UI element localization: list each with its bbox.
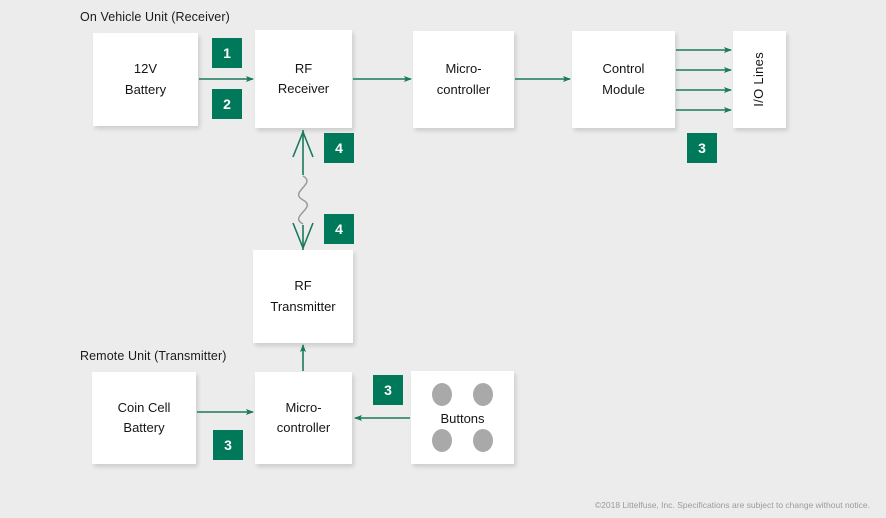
block-rf-transmitter-line2: Transmitter [270,298,336,314]
block-microcontroller-remote-line1: Micro- [285,399,322,415]
badge-4-antenna-transmitter[interactable]: 4 [324,214,354,244]
block-control-module-line1: Control [602,61,645,77]
button-dot-bottom-right[interactable] [473,429,493,452]
block-buttons[interactable]: Buttons [411,371,514,464]
block-control-module-line2: Module [602,81,645,97]
block-microcontroller-vehicle-line1: Micro- [445,61,482,77]
button-dot-top-left[interactable] [432,383,452,406]
block-12v-battery-line1: 12V [133,61,158,77]
block-rf-receiver-line2: Receiver [277,81,330,96]
block-rf-transmitter-line1: RF [294,278,312,294]
badge-4-antenna-receiver[interactable]: 4 [324,133,354,163]
antenna-transmitter-arm-right [302,222,314,249]
rf-signal-wave [297,175,309,225]
block-coin-cell-battery[interactable]: Coin Cell Battery [92,372,196,464]
block-coin-cell-battery-line2: Battery [123,420,165,435]
block-rf-transmitter[interactable]: RF Transmitter [253,250,353,343]
block-io-lines[interactable]: I/O Lines [733,31,786,128]
badge-2-battery-receiver[interactable]: 2 [212,89,242,119]
button-dot-top-right[interactable] [473,383,493,406]
block-buttons-label: Buttons [440,411,485,426]
footer-copyright: ©2018 Littelfuse, Inc. Specifications ar… [594,500,870,510]
block-12v-battery[interactable]: 12V Battery [93,33,198,126]
block-rf-receiver[interactable]: RF Receiver [255,30,352,128]
block-microcontroller-vehicle-line2: controller [436,81,491,97]
block-microcontroller-remote[interactable]: Micro- controller [255,372,352,464]
block-microcontroller-vehicle[interactable]: Micro- controller [413,31,514,128]
block-coin-cell-battery-line1: Coin Cell [117,399,171,415]
section-label-vehicle: On Vehicle Unit (Receiver) [80,10,230,24]
antenna-receiver-arm-right [302,131,314,158]
badge-3-buttons[interactable]: 3 [373,375,403,405]
section-label-remote: Remote Unit (Transmitter) [80,349,227,363]
badge-1-battery-receiver[interactable]: 1 [212,38,242,68]
block-12v-battery-line2: Battery [124,81,167,97]
antenna-transmitter-arm-left [292,222,304,249]
badge-3-coincell[interactable]: 3 [213,430,243,460]
badge-3-io-lines[interactable]: 3 [687,133,717,163]
button-dot-bottom-left[interactable] [432,429,452,452]
block-control-module[interactable]: Control Module [572,31,675,128]
antenna-receiver-arm-left [292,131,304,158]
block-microcontroller-remote-line2: controller [276,420,331,435]
block-rf-receiver-line1: RF [294,60,313,76]
